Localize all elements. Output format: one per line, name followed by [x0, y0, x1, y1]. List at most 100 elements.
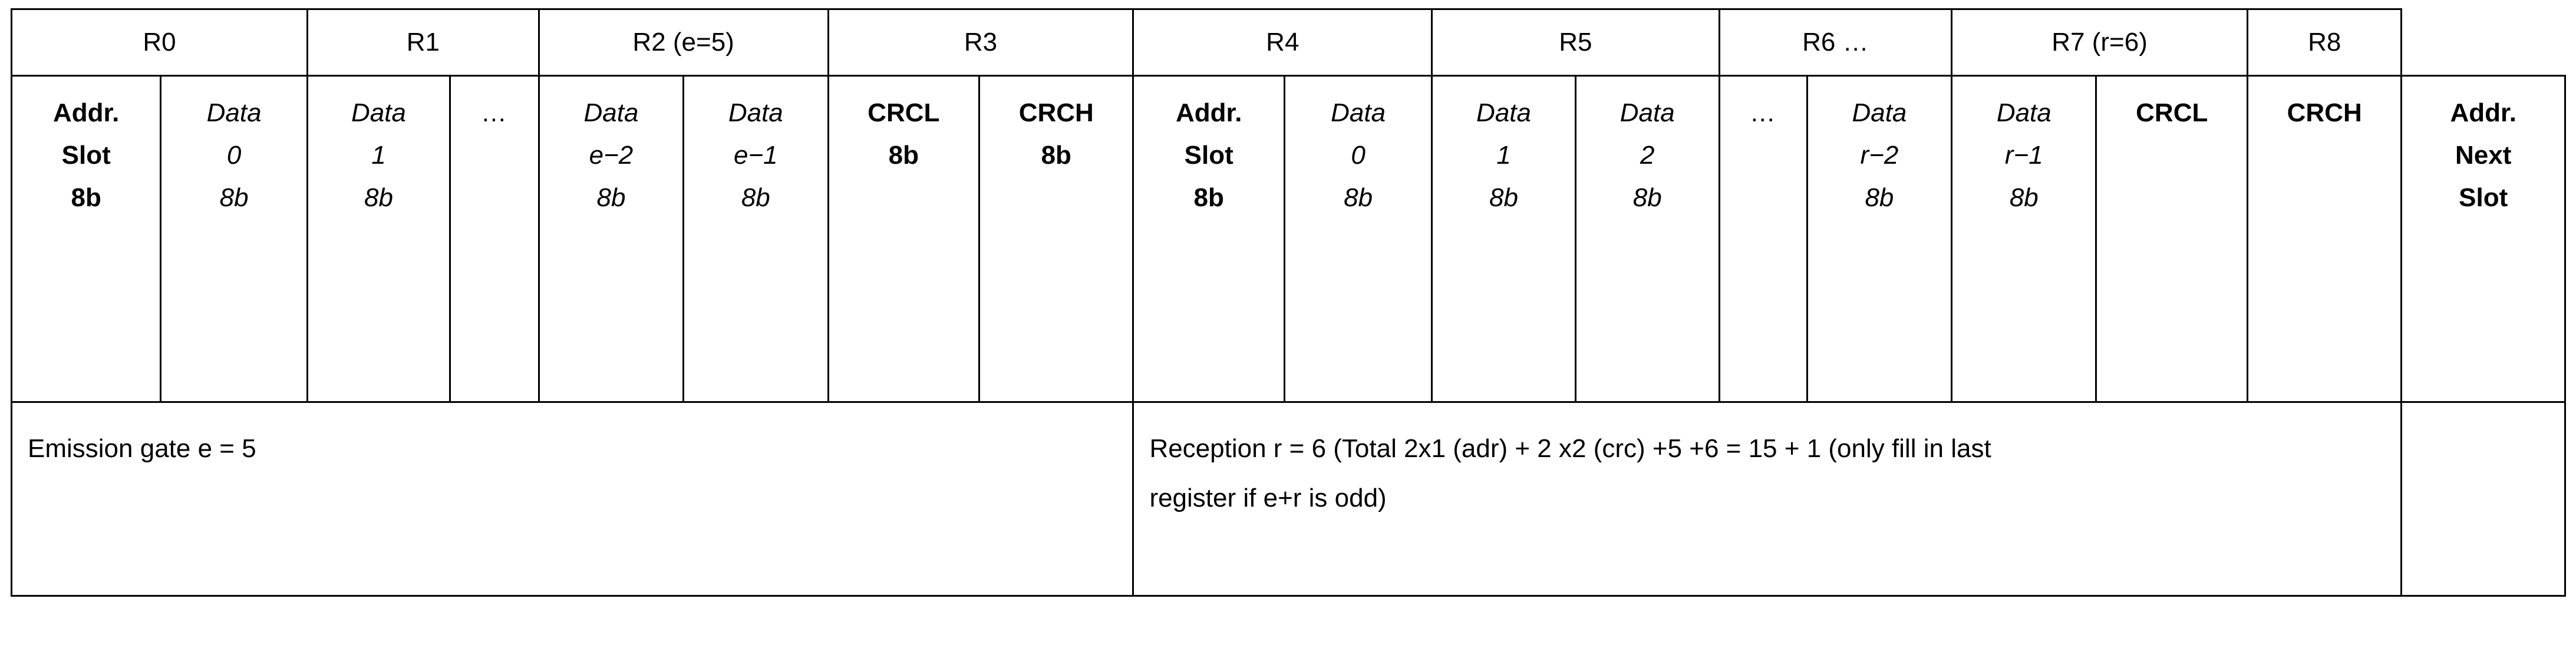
register-header-cell: R5: [1431, 8, 1720, 77]
field-cell: Addr. Slot 8b: [10, 75, 162, 403]
field-line: Slot: [1184, 141, 1233, 170]
note-emission-text: Emission gate e = 5: [28, 424, 1117, 474]
register-header-cell: R4: [1132, 8, 1433, 77]
field-cell: …: [1718, 75, 1808, 403]
register-header-cell: R1: [306, 8, 540, 77]
register-label: R5: [1559, 27, 1592, 57]
field-line: Addr.: [1175, 98, 1242, 127]
field-cell: Data r−2 8b: [1806, 75, 1953, 403]
field-line: CRCL: [868, 98, 940, 127]
register-label: R0: [143, 27, 176, 57]
field-cell: Data r−1 8b: [1951, 75, 2097, 403]
register-header-cell: R8: [2247, 8, 2403, 77]
register-label: R4: [1266, 27, 1299, 57]
field-line: 8b: [1344, 183, 1373, 212]
field-cell: CRCL 8b: [827, 75, 981, 403]
note-reception-cell: Reception r = 6 (Total 2x1 (adr) + 2 x2 …: [1132, 401, 2403, 597]
register-frame-table: R0 R1 R2 (e=5) R3 R4 R5 R6 … R7 (r=6) R8 Addr. Sl…: [10, 8, 2566, 597]
field-line: 2: [1640, 141, 1655, 170]
field-line: 0: [1351, 141, 1365, 170]
field-line: Data: [1476, 98, 1531, 127]
register-header-cell: R7 (r=6): [1951, 8, 2249, 77]
field-line: 8b: [888, 141, 919, 170]
field-line: 8b: [741, 183, 770, 212]
field-line: CRCH: [2287, 98, 2362, 127]
field-cell: Data 2 8b: [1574, 75, 1720, 403]
field-line: 1: [1496, 141, 1511, 170]
register-label: R3: [964, 27, 998, 57]
register-header-cell: R3: [827, 8, 1134, 77]
field-line: 8b: [596, 183, 626, 212]
field-line: r−2: [1860, 141, 1899, 170]
field-cell: Data e−2 8b: [537, 75, 685, 403]
field-lines: CRCL: [2099, 92, 2244, 134]
field-line: …: [1749, 98, 1777, 127]
field-line: 8b: [219, 183, 249, 212]
field-lines: Data r−1 8b: [1955, 92, 2093, 219]
field-lines: Data 1 8b: [1435, 92, 1572, 219]
field-lines: Data 0 8b: [164, 92, 304, 219]
register-header-row: R0 R1 R2 (e=5) R3 R4 R5 R6 … R7 (r=6) R8: [11, 8, 2565, 77]
field-line: 8b: [1865, 183, 1894, 212]
field-cell: Data 1 8b: [1431, 75, 1576, 403]
field-cell: CRCH 8b: [978, 75, 1134, 403]
field-line: 0: [226, 141, 242, 170]
note-emission-cell: Emission gate e = 5: [10, 401, 1134, 597]
register-label: R8: [2308, 27, 2341, 57]
field-cell: …: [449, 75, 540, 403]
note-line: Reception r = 6 (Total 2x1 (adr) + 2 x2 …: [1149, 434, 1991, 463]
field-cell: Addr. Slot 8b: [1132, 75, 1285, 403]
field-line: Slot: [2459, 183, 2508, 212]
field-line: 8b: [1041, 141, 1071, 170]
field-line: Data: [1331, 98, 1386, 127]
field-lines: CRCH 8b: [982, 92, 1130, 177]
field-line: Data: [351, 98, 406, 127]
note-line: register if e+r is odd): [1149, 484, 1387, 512]
field-line: Next: [2455, 141, 2512, 170]
register-header-cell: R2 (e=5): [537, 8, 829, 77]
field-lines: Data 0 8b: [1288, 92, 1429, 219]
field-line: 1: [371, 141, 386, 170]
field-lines: Data r−2 8b: [1810, 92, 1948, 219]
field-lines: Addr. Slot 8b: [1136, 92, 1281, 219]
field-line: 8b: [2009, 183, 2039, 212]
field-lines: CRCL 8b: [832, 92, 977, 177]
field-line: Data: [1852, 98, 1907, 127]
field-line: e−2: [589, 141, 634, 170]
field-line: 8b: [71, 183, 101, 212]
field-lines: CRCH: [2251, 92, 2398, 134]
note-reception-text: Reception r = 6 (Total 2x1 (adr) + 2 x2 …: [1149, 424, 2385, 523]
field-line: 8b: [1193, 183, 1224, 212]
field-line: Addr.: [52, 98, 120, 127]
field-lines: …: [1723, 92, 1804, 134]
field-line: CRCH: [1018, 98, 1094, 127]
field-line: Slot: [61, 141, 111, 170]
field-line: Data: [1620, 98, 1675, 127]
field-cell: CRCH: [2247, 75, 2403, 403]
field-line: Data: [1996, 98, 2051, 127]
field-lines: …: [453, 92, 536, 134]
register-header-cell: R0: [11, 8, 308, 77]
field-line: e−1: [733, 141, 778, 170]
field-line: Addr.: [2450, 98, 2516, 127]
notes-row: Emission gate e = 5 Reception r = 6 (Tot…: [10, 401, 2566, 597]
field-line: Data: [206, 98, 262, 127]
field-lines: Data 1 8b: [311, 92, 447, 219]
field-lines: Data 2 8b: [1579, 92, 1716, 219]
field-line: CRCL: [2136, 98, 2208, 127]
field-line: 8b: [364, 183, 393, 212]
field-lines: Addr. Slot 8b: [15, 92, 157, 219]
register-label: R2 (e=5): [632, 27, 734, 57]
field-line: Data: [583, 98, 639, 127]
field-line: r−1: [2004, 141, 2043, 170]
field-line: 8b: [1632, 183, 1662, 212]
field-line: 8b: [1489, 183, 1518, 212]
register-label: R1: [406, 27, 440, 57]
register-label: R6 …: [1802, 27, 1869, 57]
field-cell: Data 1 8b: [306, 75, 451, 403]
